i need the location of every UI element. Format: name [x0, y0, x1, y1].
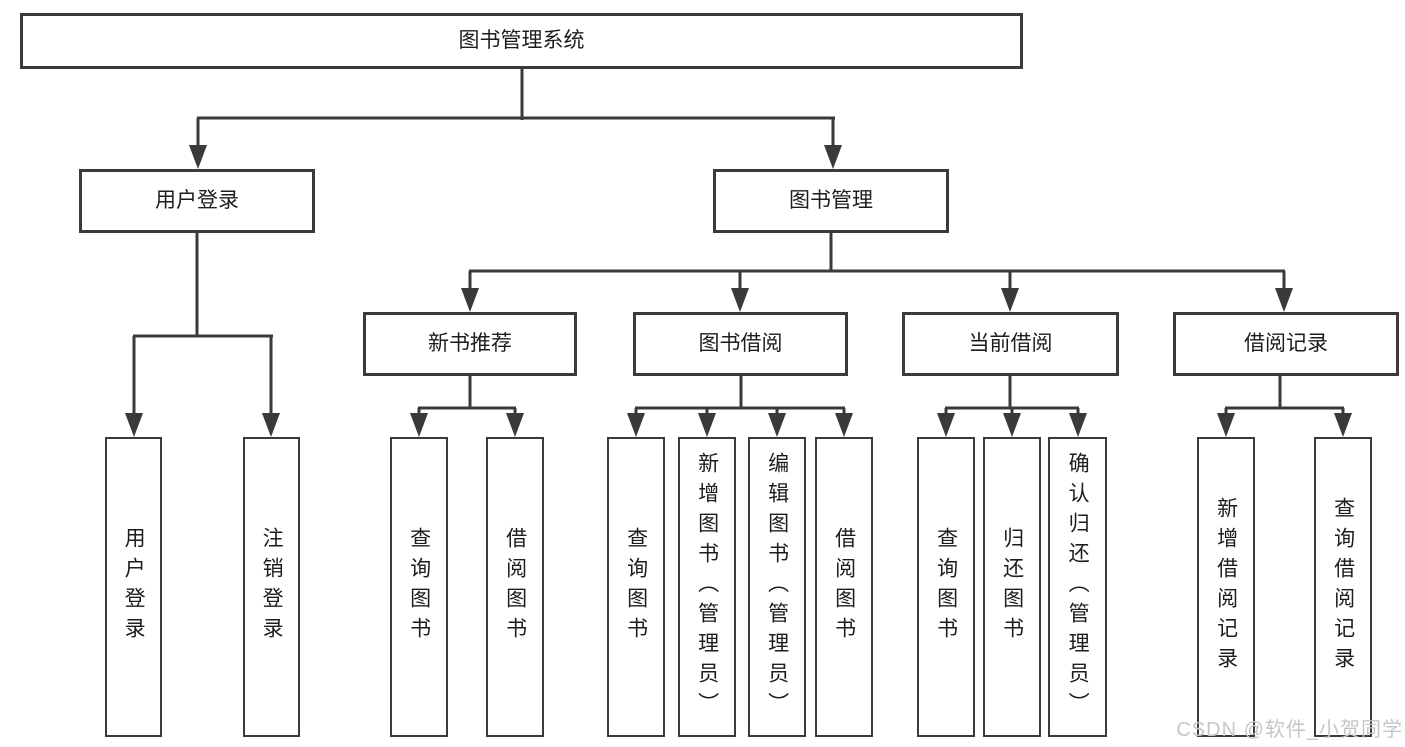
leaf-edit-books-admin: 编辑图书（管理员） — [748, 437, 806, 737]
node-user-login: 用户登录 — [79, 169, 315, 233]
leaf-borrow-books-2: 借阅图书 — [815, 437, 873, 737]
arrow-to-current-borrow — [1001, 271, 1019, 312]
arrow-to-book-management — [824, 118, 842, 169]
connector-level3-bus — [469, 269, 1285, 273]
node-book-management: 图书管理 — [713, 169, 949, 233]
node-current-borrow: 当前借阅 — [902, 312, 1119, 376]
leaf-user-login: 用户登录 — [105, 437, 162, 737]
arrow-to-query-books-2 — [627, 408, 645, 437]
leaf-query-books-2: 查询图书 — [607, 437, 665, 737]
connector-user-login-stub — [195, 233, 199, 337]
arrow-to-borrow-books-1 — [506, 408, 524, 437]
leaf-add-books-admin: 新增图书（管理员） — [678, 437, 736, 737]
leaf-borrow-books-1: 借阅图书 — [486, 437, 544, 737]
arrow-to-query-borrow-record — [1334, 408, 1352, 437]
arrow-to-borrow-books-2 — [835, 408, 853, 437]
leaf-query-borrow-record: 查询借阅记录 — [1314, 437, 1372, 737]
leaf-query-books-1: 查询图书 — [390, 437, 448, 737]
leaf-query-books-3: 查询图书 — [917, 437, 975, 737]
arrow-to-borrow-records — [1275, 271, 1293, 312]
connector-root-stub — [520, 69, 524, 120]
leaf-return-books: 归还图书 — [983, 437, 1041, 737]
leaf-confirm-return-admin: 确认归还（管理员） — [1048, 437, 1107, 737]
connector-level1-bus — [197, 116, 835, 120]
arrow-to-new-book-recommend — [461, 271, 479, 312]
connector-new-book-stub — [468, 376, 472, 409]
arrow-to-user-login — [189, 118, 207, 169]
connector-current-borrow-stub — [1008, 376, 1012, 409]
arrow-to-add-borrow-record — [1217, 408, 1235, 437]
connector-new-book-bus — [418, 406, 516, 410]
connector-book-mgmt-stub — [829, 233, 833, 272]
connector-user-login-bus — [133, 334, 273, 338]
connector-book-borrow-stub — [739, 376, 743, 409]
connector-borrow-records-stub — [1278, 376, 1282, 409]
node-borrow-records: 借阅记录 — [1173, 312, 1399, 376]
arrow-to-leaf-user-login — [125, 336, 143, 437]
leaf-logout: 注销登录 — [243, 437, 300, 737]
csdn-watermark: CSDN @软件_小贺同学 — [1176, 719, 1403, 741]
arrow-to-query-books-3 — [937, 408, 955, 437]
connector-book-borrow-bus — [635, 406, 845, 410]
arrow-to-book-borrow — [731, 271, 749, 312]
arrow-to-return-books — [1003, 408, 1021, 437]
leaf-add-borrow-record: 新增借阅记录 — [1197, 437, 1255, 737]
arrow-to-leaf-logout — [262, 336, 280, 437]
node-book-borrow: 图书借阅 — [633, 312, 848, 376]
arrow-to-query-books-1 — [410, 408, 428, 437]
arrow-to-edit-books-admin — [768, 408, 786, 437]
arrow-to-confirm-return-admin — [1069, 408, 1087, 437]
node-new-book-recommend: 新书推荐 — [363, 312, 577, 376]
node-root: 图书管理系统 — [20, 13, 1023, 69]
arrow-to-add-books-admin — [698, 408, 716, 437]
connector-borrow-records-bus — [1225, 406, 1344, 410]
